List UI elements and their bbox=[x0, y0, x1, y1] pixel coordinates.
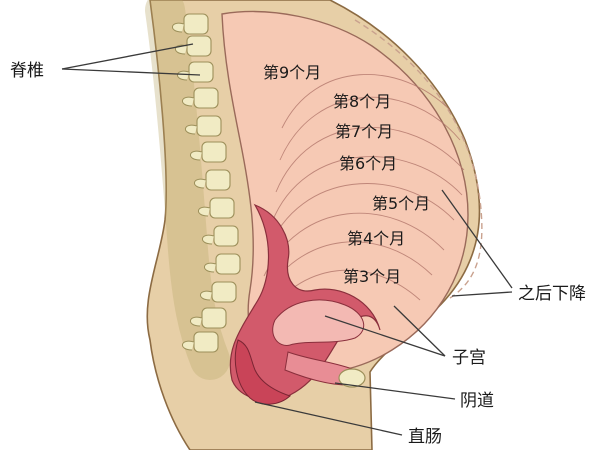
vertebra bbox=[210, 198, 234, 218]
vertebra bbox=[206, 170, 230, 190]
vertebra bbox=[202, 308, 226, 328]
label-vagina: 阴道 bbox=[460, 391, 494, 411]
vertebra bbox=[212, 282, 236, 302]
month-label-5: 第5个月 bbox=[372, 194, 430, 213]
month-label-4: 第4个月 bbox=[347, 229, 405, 248]
label-rectum: 直肠 bbox=[408, 427, 442, 447]
vertebra bbox=[184, 14, 208, 34]
vertebra bbox=[214, 226, 238, 246]
vertebra bbox=[194, 88, 218, 108]
vertebra bbox=[194, 332, 218, 352]
vertebra bbox=[216, 254, 240, 274]
vertebra bbox=[202, 142, 226, 162]
vertebra bbox=[197, 116, 221, 136]
vertebra bbox=[187, 36, 211, 56]
month-label-7: 第7个月 bbox=[335, 122, 393, 141]
month-label-9: 第9个月 bbox=[263, 63, 321, 82]
month-label-3: 第3个月 bbox=[343, 267, 401, 286]
month-label-8: 第8个月 bbox=[333, 92, 391, 111]
month-label-6: 第6个月 bbox=[339, 154, 397, 173]
vertebra bbox=[189, 62, 213, 82]
label-later-descent: 之后下降 bbox=[518, 284, 586, 304]
label-spine: 脊椎 bbox=[10, 61, 44, 81]
label-uterus: 子宫 bbox=[452, 348, 486, 368]
